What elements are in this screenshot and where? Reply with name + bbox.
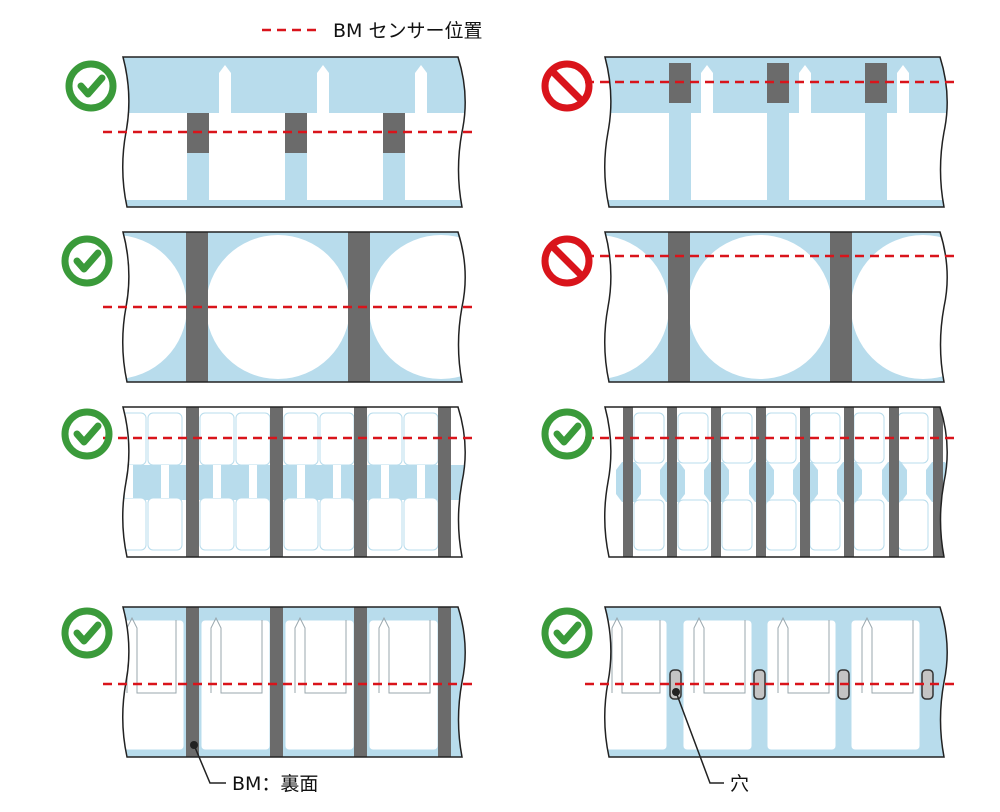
- example-row1-left: [103, 56, 478, 208]
- example-row3-right: [585, 406, 960, 558]
- black-mark: [844, 407, 854, 557]
- black-mark: [711, 407, 721, 557]
- black-mark: [354, 607, 367, 757]
- callout-bm-back-label: BM：裏面: [232, 773, 318, 795]
- black-mark: [767, 63, 789, 103]
- black-mark: [186, 607, 199, 757]
- label-web-outline: [121, 606, 466, 758]
- label-web-outline: [121, 406, 466, 558]
- prohibited-icon: [541, 60, 593, 112]
- black-mark: [438, 407, 451, 557]
- label-web-outline: [603, 406, 948, 558]
- example-row1-right: [585, 56, 960, 208]
- example-row2-left: [103, 231, 478, 383]
- black-mark: [889, 407, 899, 557]
- black-mark: [285, 113, 307, 153]
- black-mark: [756, 407, 766, 557]
- label-web-outline: [603, 231, 948, 383]
- black-mark: [933, 407, 943, 557]
- check-icon: [61, 408, 113, 460]
- black-mark: [186, 407, 199, 557]
- callout-hole-label: 穴: [730, 773, 749, 795]
- legend: BM センサー位置: [262, 20, 482, 42]
- check-icon: [541, 408, 593, 460]
- black-mark: [800, 407, 810, 557]
- prohibited-icon: [541, 235, 593, 287]
- black-mark: [623, 407, 633, 557]
- black-mark: [830, 232, 852, 382]
- callout-bm-back: BM：裏面: [190, 741, 318, 795]
- legend-label: BM センサー位置: [333, 20, 482, 42]
- check-icon: [65, 60, 117, 112]
- black-mark: [438, 607, 451, 757]
- example-row2-right: [585, 231, 960, 383]
- black-mark: [667, 407, 677, 557]
- black-mark: [270, 407, 283, 557]
- example-row4-right: [585, 606, 960, 758]
- example-row3-left: [103, 406, 478, 558]
- check-icon: [541, 607, 593, 659]
- black-mark: [270, 607, 283, 757]
- black-mark: [354, 407, 367, 557]
- label-web-outline: [121, 56, 466, 208]
- example-row4-left: [103, 606, 478, 758]
- check-icon: [61, 235, 113, 287]
- callout-hole: 穴: [672, 688, 749, 795]
- black-mark: [668, 232, 690, 382]
- label-web-outline: [603, 56, 948, 208]
- check-icon: [61, 607, 113, 659]
- label-web-outline: [603, 606, 948, 758]
- label-web-outline: [121, 231, 466, 383]
